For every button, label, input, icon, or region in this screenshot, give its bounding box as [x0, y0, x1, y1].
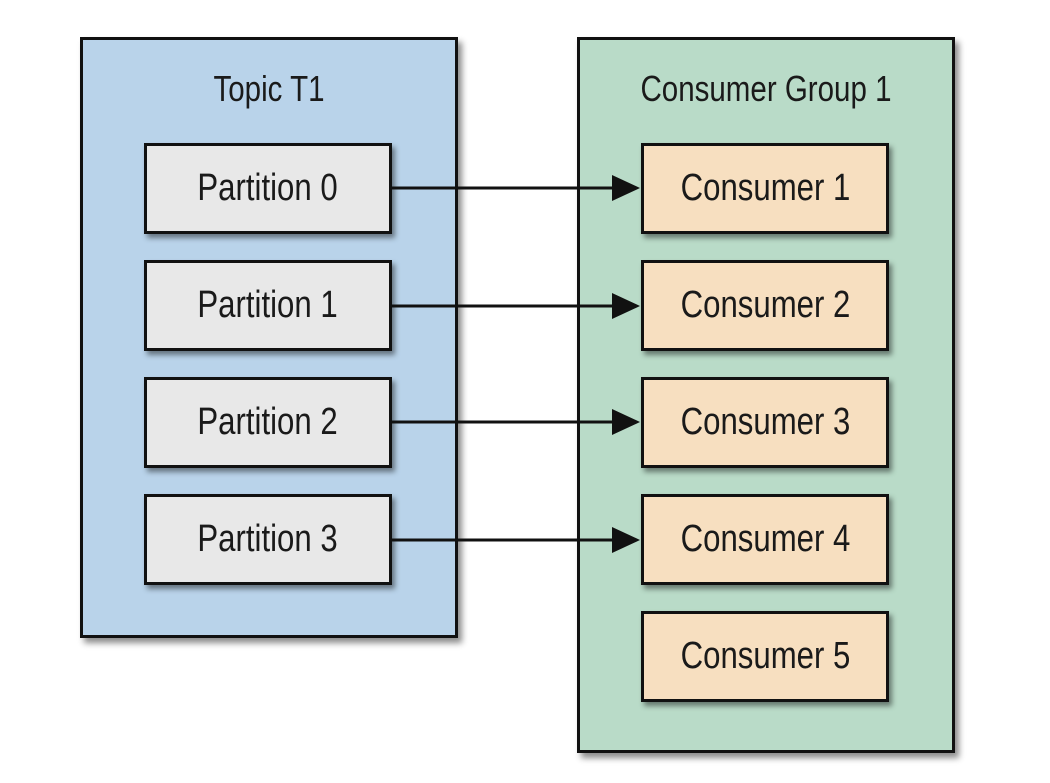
consumer-box: Consumer 1 — [641, 143, 889, 234]
partition-box: Partition 3 — [144, 494, 392, 585]
partition-box: Partition 1 — [144, 260, 392, 351]
partition-label: Partition 1 — [197, 284, 339, 326]
consumer-label: Consumer 4 — [680, 518, 850, 560]
consumer-label: Consumer 5 — [680, 635, 850, 677]
consumer-group-title: Consumer Group 1 — [640, 68, 892, 109]
consumer-box: Consumer 5 — [641, 611, 889, 702]
partition-box: Partition 2 — [144, 377, 392, 468]
consumer-label: Consumer 3 — [680, 401, 850, 443]
partition-label: Partition 3 — [197, 518, 339, 560]
partition-label: Partition 2 — [197, 401, 339, 443]
consumer-box: Consumer 2 — [641, 260, 889, 351]
partition-box: Partition 0 — [144, 143, 392, 234]
consumer-label: Consumer 2 — [680, 284, 850, 326]
topic-title: Topic T1 — [213, 68, 325, 109]
consumer-box: Consumer 3 — [641, 377, 889, 468]
partition-label: Partition 0 — [197, 167, 339, 209]
consumer-label: Consumer 1 — [680, 167, 850, 209]
consumer-box: Consumer 4 — [641, 494, 889, 585]
